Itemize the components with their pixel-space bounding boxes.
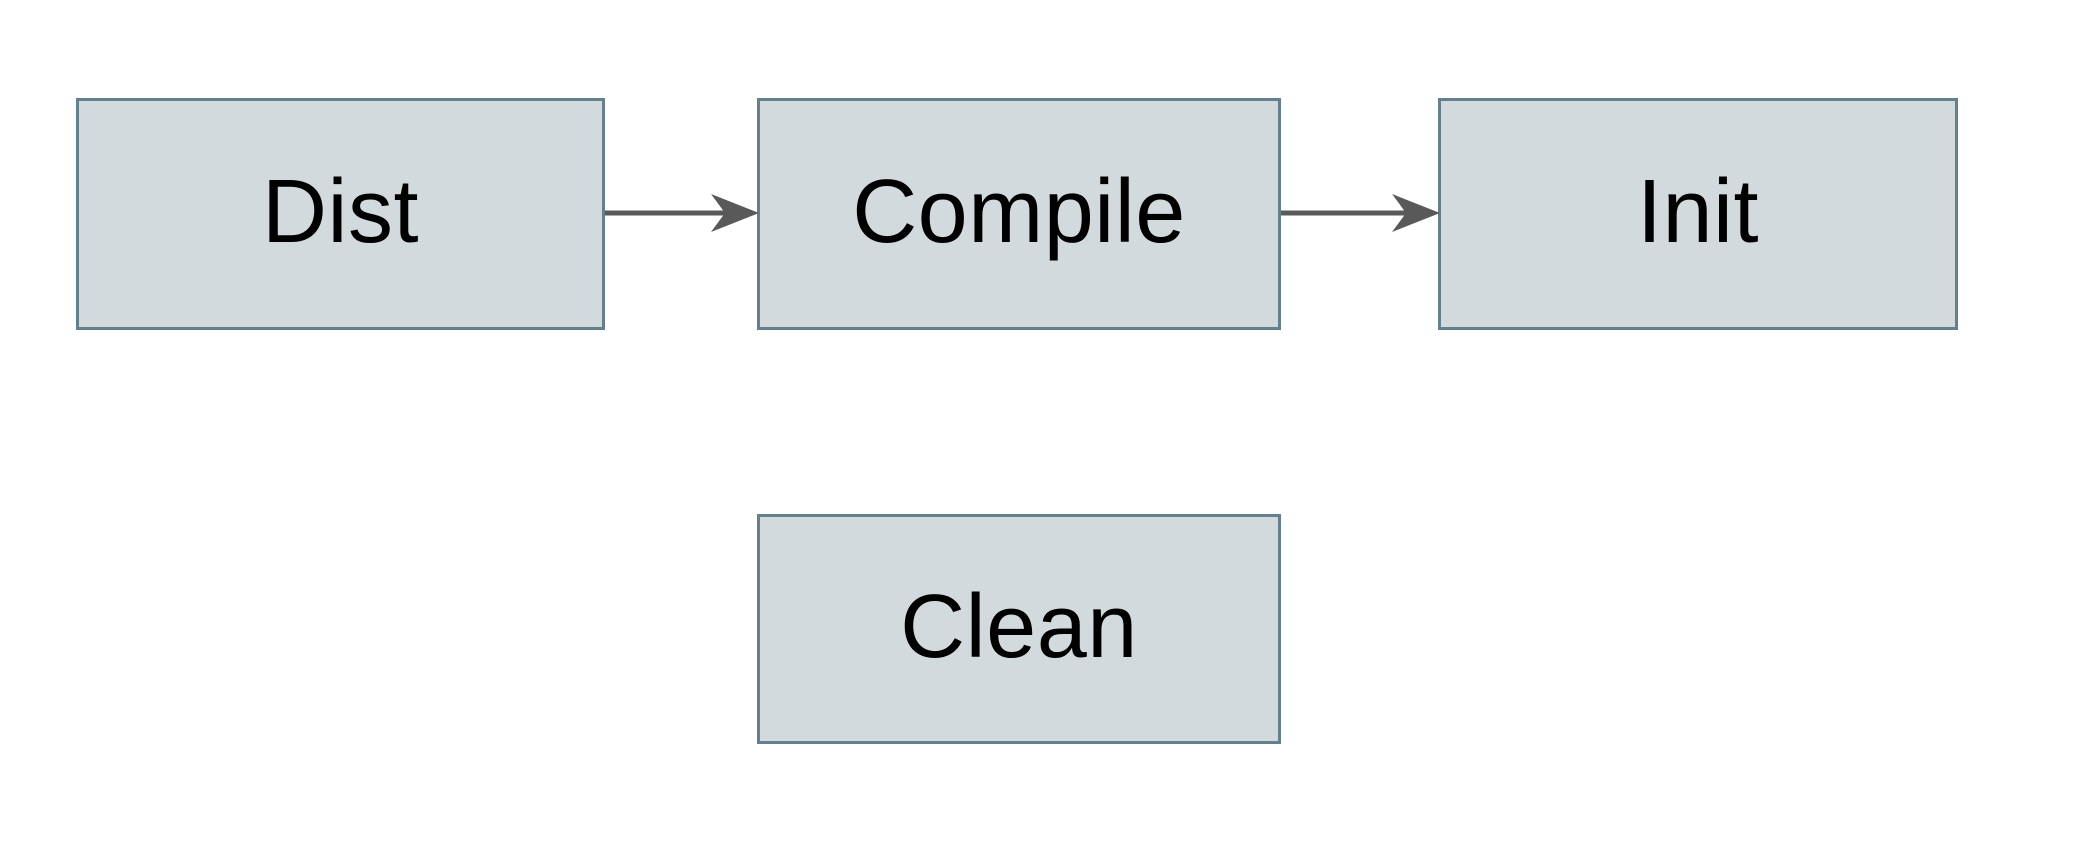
node-clean-label: Clean [900,577,1138,677]
node-clean: Clean [757,514,1281,744]
arrow-dist-to-compile-icon [605,194,759,232]
arrow-compile-to-init-icon [1281,194,1440,232]
node-init: Init [1438,98,1958,330]
node-dist-label: Dist [262,162,419,262]
node-dist: Dist [76,98,605,330]
node-compile: Compile [757,98,1281,330]
node-compile-label: Compile [852,162,1186,262]
node-init-label: Init [1636,162,1760,262]
